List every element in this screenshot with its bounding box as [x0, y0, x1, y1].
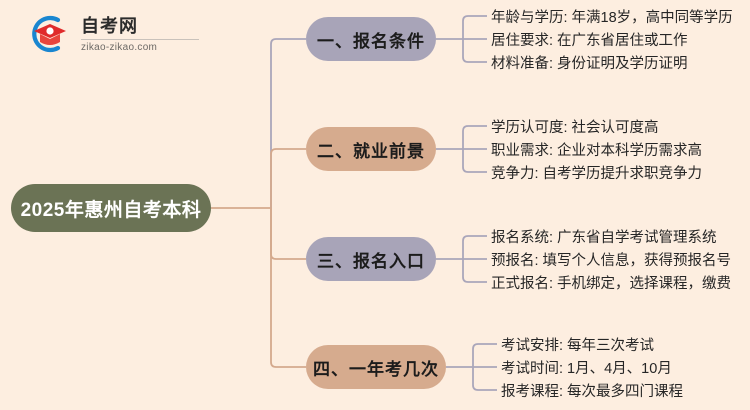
mindmap-leaf-4-1: 考试安排: 每年三次考试 [501, 338, 655, 354]
logo-divider [81, 39, 199, 41]
mindmap-root-label: 2025年惠州自考本科 [20, 199, 202, 221]
mindmap-leaf-3-3: 正式报名: 手机绑定，选择课程，缴费 [491, 276, 732, 292]
connector-trunk-branch-4 [270, 208, 306, 368]
connector-branch-2-leaf-3 [462, 166, 487, 173]
graduation-cap-logo-icon [28, 12, 72, 56]
mindmap-branch-node-3[interactable]: 三、报名入口 [306, 237, 436, 281]
connector-branch-1-leaf-3 [462, 56, 487, 63]
mindmap-branch-label-4: 四、一年考几次 [313, 359, 439, 379]
mindmap-leaf-2-1: 学历认可度: 社会认可度高 [491, 120, 659, 136]
logo-url: zikao-zikao.com [81, 42, 158, 54]
connector-branch-4-leaf-3 [472, 384, 497, 391]
mindmap-branch-node-2[interactable]: 二、就业前景 [306, 127, 436, 171]
connector-branch-2-leaf-1 [462, 125, 487, 132]
mindmap-leaf-3-1: 报名系统: 广东省自学考试管理系统 [491, 230, 717, 246]
mindmap-leaf-1-2: 居住要求: 在广东省居住或工作 [491, 33, 688, 49]
mindmap-branch-node-4[interactable]: 四、一年考几次 [306, 345, 446, 389]
mindmap-branch-node-1[interactable]: 一、报名条件 [306, 17, 436, 61]
logo-text-block: 自考网 zikao-zikao.com [81, 15, 199, 54]
mindmap-leaf-4-3: 报考课程: 每次最多四门课程 [501, 384, 684, 400]
connector-trunk-branch-1 [270, 38, 306, 208]
mindmap-branch-label-3: 三、报名入口 [317, 251, 425, 271]
mindmap-root-node[interactable]: 2025年惠州自考本科 [11, 184, 211, 232]
connector-branch-3-leaf-1 [462, 235, 487, 242]
mindmap-leaf-4-2: 考试时间: 1月、4月、10月 [501, 361, 672, 377]
mindmap-leaf-2-2: 职业需求: 企业对本科学历需求高 [491, 143, 703, 159]
logo-name: 自考网 [81, 15, 138, 36]
connector-branch-1-leaf-1 [462, 15, 487, 22]
connector-trunk-branch-3 [270, 208, 306, 260]
mindmap-branch-label-2: 二、就业前景 [317, 141, 425, 161]
mindmap-branch-label-1: 一、报名条件 [317, 31, 425, 51]
mindmap-leaf-1-3: 材料准备: 身份证明及学历证明 [491, 56, 688, 72]
mindmap-leaf-3-2: 预报名: 填写个人信息，获得预报名号 [491, 253, 732, 269]
connector-branch-3-leaf-3 [462, 276, 487, 283]
site-logo[interactable]: 自考网 zikao-zikao.com [28, 12, 199, 56]
connector-trunk-branch-2 [270, 148, 306, 208]
mindmap-leaf-1-1: 年龄与学历: 年满18岁，高中同等学历 [491, 10, 733, 26]
connector-branch-4-leaf-1 [472, 343, 497, 350]
mindmap-leaf-2-3: 竞争力: 自考学历提升求职竞争力 [491, 166, 703, 182]
